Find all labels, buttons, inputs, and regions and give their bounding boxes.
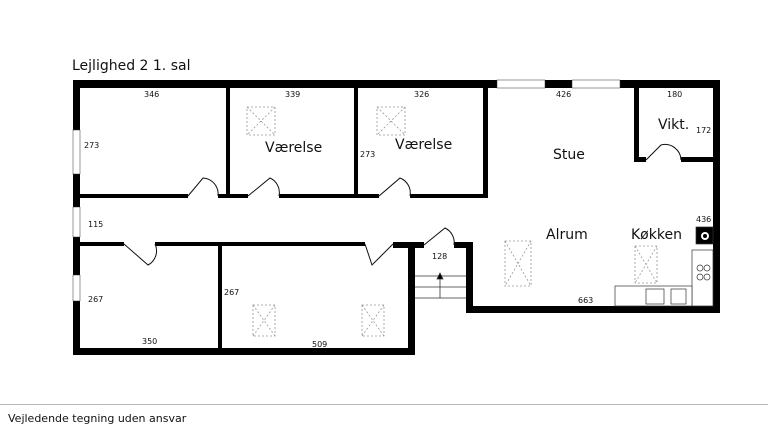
room-label-stue: Stue (553, 147, 585, 163)
kitchen-fixtures (614, 226, 714, 307)
dimension-labels: 346 339 326 426 180 273 273 172 115 436 … (84, 90, 711, 349)
room-labels: Værelse Værelse Stue Vikt. Alrum Køkken (265, 117, 689, 243)
dim-426: 426 (556, 90, 571, 99)
disclaimer: Vejledende tegning uden ansvar (8, 412, 187, 425)
dim-128: 128 (432, 252, 447, 261)
dim-326: 326 (414, 90, 429, 99)
dim-350: 350 (142, 337, 157, 346)
sink-icon (645, 288, 665, 305)
dim-115: 115 (88, 220, 103, 229)
room-label-vaerelse-2: Værelse (395, 137, 452, 153)
walls (73, 80, 720, 355)
room-label-kokken: Køkken (631, 227, 682, 243)
dim-339: 339 (285, 90, 300, 99)
dim-436: 436 (696, 215, 711, 224)
dim-346: 346 (144, 90, 159, 99)
dim-172: 172 (696, 126, 711, 135)
room-label-vaerelse-1: Værelse (265, 140, 322, 156)
dim-180: 180 (667, 90, 682, 99)
dim-509: 509 (312, 340, 327, 349)
windows (72, 79, 621, 302)
dim-273-b: 273 (360, 150, 375, 159)
doors (123, 144, 682, 266)
dishwasher-icon (670, 288, 687, 305)
dim-663: 663 (578, 296, 593, 305)
plan-title: Lejlighed 2 1. sal (72, 58, 191, 74)
dim-273-a: 273 (84, 141, 99, 150)
room-label-alrum: Alrum (546, 227, 588, 243)
dim-267-b: 267 (224, 288, 239, 297)
stove-icon (696, 264, 711, 281)
skylights (246, 106, 658, 337)
room-label-vikt: Vikt. (658, 117, 689, 133)
footer-divider (0, 404, 768, 405)
stairs (415, 272, 466, 299)
dim-267-a: 267 (88, 295, 103, 304)
